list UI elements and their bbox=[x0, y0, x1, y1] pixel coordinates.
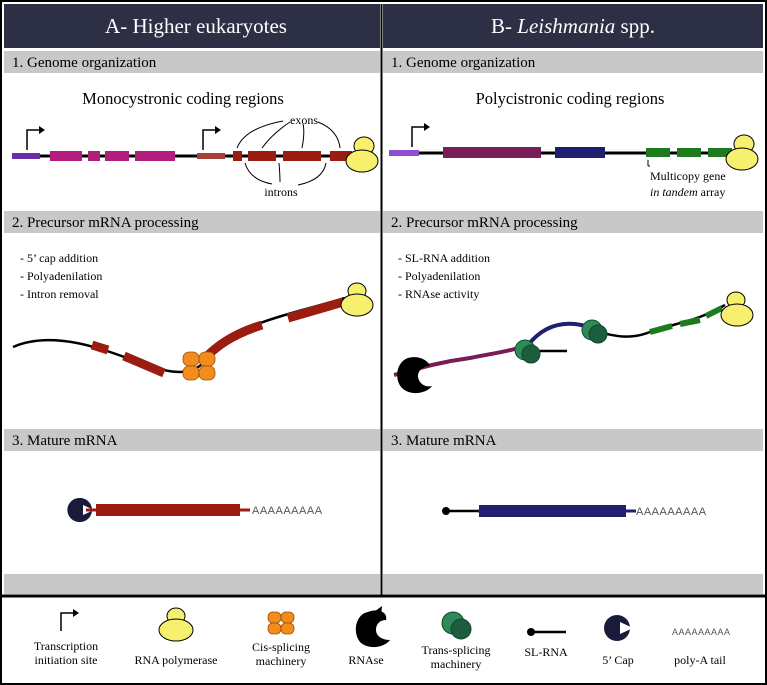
a-gene-track bbox=[12, 151, 360, 161]
legend-trans-splicing-icon bbox=[441, 611, 472, 640]
exons-label: exons bbox=[290, 113, 318, 127]
b-step-1: - SL-RNA addition bbox=[398, 251, 490, 265]
transcription-start-arrow-icon bbox=[26, 126, 45, 150]
legend-rnase-icon bbox=[355, 606, 390, 648]
b-polya-tail: AAAAAAAAA bbox=[636, 506, 707, 518]
multicopy-bracket bbox=[647, 160, 650, 167]
a-polya-tail: AAAAAAAAA bbox=[252, 505, 323, 517]
multicopy-label-line1: Multicopy gene bbox=[650, 169, 726, 183]
legend-rna-polymerase-icon bbox=[158, 607, 194, 642]
b-section1-title: 1. Genome organization bbox=[391, 55, 536, 71]
rnase-icon bbox=[397, 357, 432, 394]
rna-polymerase-icon bbox=[725, 134, 759, 171]
b-section3-bar bbox=[383, 429, 763, 451]
legend-cis-line2: machinery bbox=[256, 654, 307, 668]
legend-5-cap: 5’ Cap bbox=[602, 653, 633, 667]
rna-polymerase-icon bbox=[345, 136, 379, 173]
legend-sl-rna: SL-RNA bbox=[524, 645, 568, 659]
a-section2-bar bbox=[4, 211, 380, 233]
legend-polya-label: poly-A tail bbox=[674, 653, 726, 667]
b-section2-title: 2. Precursor mRNA processing bbox=[391, 215, 578, 231]
b-subtitle: Polycistronic coding regions bbox=[476, 89, 665, 108]
transcription-start-arrow-icon bbox=[411, 123, 430, 147]
b-section3-title: 3. Mature mRNA bbox=[391, 433, 497, 449]
transcription-start-arrow-icon bbox=[202, 126, 221, 150]
cis-splicing-machinery-icon bbox=[182, 351, 216, 381]
b-step-2: - Polyadenilation bbox=[398, 269, 480, 283]
a-footer-bar bbox=[4, 574, 380, 594]
a-section1-bar bbox=[4, 51, 380, 73]
legend-transcription-arrow-icon bbox=[60, 609, 79, 631]
legend-rnase: RNAse bbox=[348, 653, 383, 667]
panel-b-header bbox=[383, 4, 763, 48]
exon-brackets bbox=[236, 120, 341, 149]
legend-cis-splicing-icon bbox=[267, 611, 295, 635]
b-mature-mrna bbox=[442, 505, 636, 517]
legend-sl-rna-icon bbox=[527, 628, 566, 636]
a-section3-title: 3. Mature mRNA bbox=[12, 433, 118, 449]
legend-cis-line1: Cis-splicing bbox=[252, 640, 310, 654]
intron-brackets bbox=[244, 162, 327, 186]
legend-transcription-line1: Transcription bbox=[34, 639, 98, 653]
legend-5-cap-icon bbox=[604, 615, 633, 641]
a-section3-bar bbox=[4, 429, 380, 451]
a-step-3: - Intron removal bbox=[20, 287, 99, 301]
a-section2-title: 2. Precursor mRNA processing bbox=[12, 215, 199, 231]
panel-a-title: A- Higher eukaryotes bbox=[105, 14, 287, 38]
a-mature-mrna bbox=[67, 497, 250, 522]
legend-rna-polymerase: RNA polymerase bbox=[135, 653, 218, 667]
b-step-3: - RNAse activity bbox=[398, 287, 479, 301]
legend: Transcription initiation site RNA polyme… bbox=[34, 606, 731, 671]
b-section2-bar bbox=[383, 211, 763, 233]
rna-polymerase-icon bbox=[340, 282, 374, 317]
rna-polymerase-icon bbox=[720, 291, 754, 327]
legend-trans-line2: machinery bbox=[431, 657, 482, 671]
legend-polya-sample: AAAAAAAAA bbox=[672, 627, 731, 637]
trans-splicing-machinery-icon bbox=[514, 319, 608, 364]
legend-transcription-line2: initiation site bbox=[35, 653, 98, 667]
introns-label: introns bbox=[264, 185, 298, 199]
b-gene-track bbox=[389, 147, 740, 158]
b-section1-bar bbox=[383, 51, 763, 73]
a-step-1: - 5’ cap addition bbox=[20, 251, 98, 265]
panel-a-header bbox=[4, 4, 380, 48]
b-footer-bar bbox=[383, 574, 763, 594]
a-section1-title: 1. Genome organization bbox=[12, 55, 157, 71]
a-subtitle: Monocystronic coding regions bbox=[82, 89, 284, 108]
panel-b-title: B- Leishmania spp. bbox=[491, 14, 655, 38]
legend-trans-line1: Trans-splicing bbox=[422, 643, 491, 657]
multicopy-label-line2: in tandem array bbox=[650, 185, 725, 199]
a-step-2: - Polyadenilation bbox=[20, 269, 102, 283]
